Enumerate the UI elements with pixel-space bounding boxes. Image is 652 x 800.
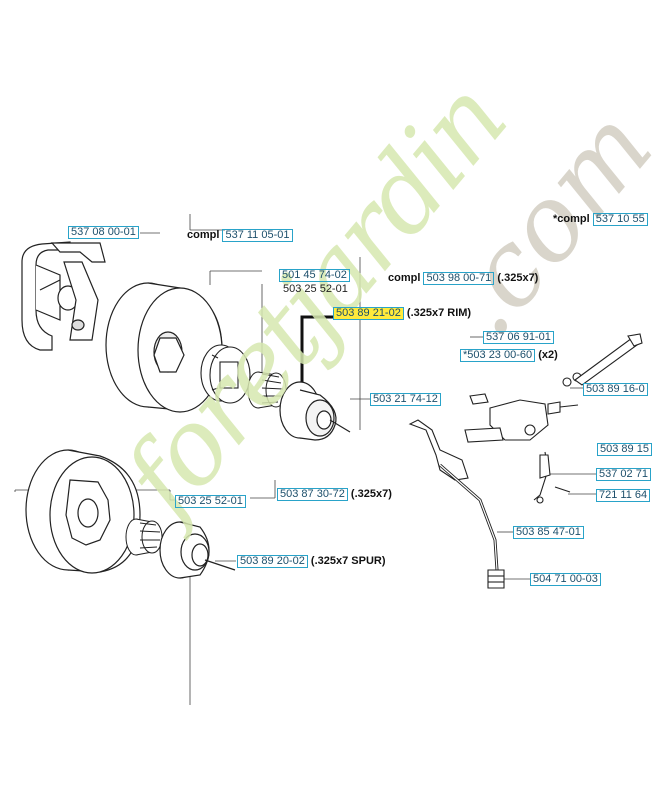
suffix-325x7: (.325x7) (497, 272, 539, 284)
label-537-08-00-01: 537 08 00-01 (68, 226, 139, 239)
label-503-89-20-02: 503 89 20-02 (.325x7 SPUR) (237, 555, 386, 568)
compl-text-2: compl (388, 272, 421, 284)
part-link-504-71-00-03[interactable]: 504 71 00-03 (530, 573, 601, 586)
part-link-503-85-47-01[interactable]: 503 85 47-01 (513, 526, 584, 539)
label-503-89-15: 503 89 15 (597, 443, 652, 456)
label-503-85-47-01: 503 85 47-01 (513, 526, 584, 539)
part-link-503-89-15[interactable]: 503 89 15 (597, 443, 652, 456)
compl-star-text: *compl (553, 213, 590, 225)
part-link-503-21-74-12[interactable]: 503 21 74-12 (370, 393, 441, 406)
rim-sprocket-drawing (200, 344, 251, 404)
part-link-537-06-91-01[interactable]: 537 06 91-01 (483, 331, 554, 344)
label-504-71-00-03: 504 71 00-03 (530, 573, 601, 586)
suffix-x2: (x2) (538, 349, 558, 361)
part-link-503-89-20-02[interactable]: 503 89 20-02 (237, 555, 308, 568)
needle-bearing-bottom-drawing (125, 518, 163, 556)
compl-text: compl (187, 229, 220, 241)
label-537-02-71: 537 02 71 (596, 468, 651, 481)
part-link-537-11-05-01[interactable]: 537 11 05-01 (222, 229, 293, 242)
part-link-503-89-21-02[interactable]: 503 89 21-02 (333, 307, 404, 320)
clutch-drum-bottom-drawing (25, 449, 141, 574)
rim-drum-drawing (279, 381, 351, 441)
label-503-87-30-72: 503 87 30-72 (.325x7) (277, 488, 392, 501)
part-link-501-45-74-02[interactable]: 501 45 74-02 (279, 269, 350, 282)
spur-sprocket-drawing (159, 521, 236, 579)
part-link-503-23-00-60[interactable]: *503 23 00-60 (460, 349, 536, 362)
label-503-25-52-01-top: 503 25 52-01 (283, 283, 348, 296)
part-link-503-89-16-0[interactable]: 503 89 16-0 (583, 383, 648, 396)
part-link-537-02-71[interactable]: 537 02 71 (596, 468, 651, 481)
part-link-503-25-52-01[interactable]: 503 25 52-01 (175, 495, 246, 508)
label-503-89-16-0: 503 89 16-0 (583, 383, 648, 396)
label-503-21-74-12: 503 21 74-12 (370, 393, 441, 406)
clutch-drum-top-drawing (105, 282, 223, 413)
part-link-537-10-55[interactable]: 537 10 55 (592, 213, 648, 226)
needle-bearing-top-drawing (247, 371, 287, 409)
label-compl-537-10-55: *compl 537 10 55 (553, 213, 648, 226)
label-503-25-52-01-bottom: 503 25 52-01 (175, 495, 246, 508)
part-link-537-08-00-01[interactable]: 537 08 00-01 (68, 226, 139, 239)
label-537-06-91-01: 537 06 91-01 (483, 331, 554, 344)
label-compl-503-98-00-71: compl 503 98 00-71 (.325x7) (388, 272, 538, 285)
part-link-503-98-00-71[interactable]: 503 98 00-71 (423, 272, 495, 285)
oil-pump-drawing (408, 333, 643, 589)
part-link-503-87-30-72[interactable]: 503 87 30-72 (277, 488, 348, 501)
part-text-503-25-52-01: 503 25 52-01 (283, 283, 348, 295)
label-721-11-64: 721 11 64 (596, 489, 651, 502)
label-501-45-74-02: 501 45 74-02 (279, 269, 350, 282)
label-503-89-21-02: 503 89 21-02 (.325x7 RIM) (333, 307, 471, 320)
suffix-rim: (.325x7 RIM) (406, 307, 472, 319)
part-link-721-11-64[interactable]: 721 11 64 (596, 489, 651, 502)
clutch-shoes-drawing (21, 241, 106, 351)
label-503-23-00-60: *503 23 00-60 (x2) (460, 349, 558, 362)
suffix-325x7-b: (.325x7) (350, 488, 392, 500)
suffix-spur: (.325x7 SPUR) (310, 555, 386, 567)
highlight-leader (300, 315, 333, 405)
label-compl-537-11-05-01: compl 537 11 05-01 (187, 229, 293, 242)
